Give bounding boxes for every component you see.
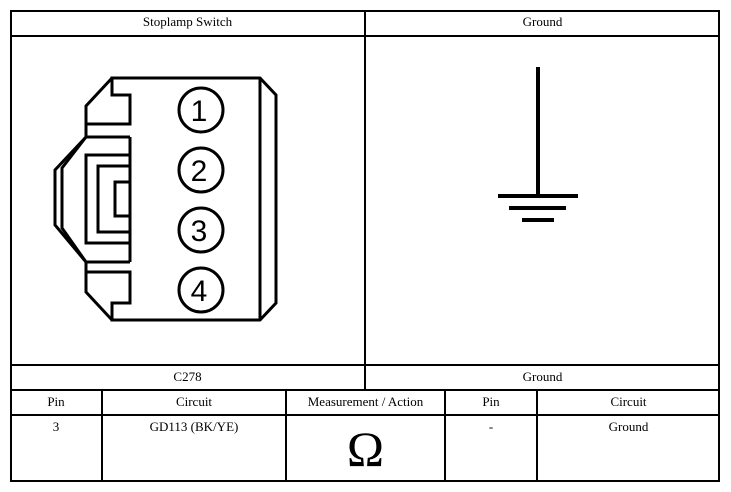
connector-key-outer (84, 153, 132, 245)
pin-3-label: 3 (191, 215, 208, 248)
pin-4-circle (177, 266, 225, 314)
pin-3-circle (177, 206, 225, 254)
connector-body (53, 76, 278, 322)
ground-icon (498, 67, 578, 222)
top-column-divider (364, 10, 366, 391)
table-column-divider-2 (285, 389, 287, 482)
pin-4-label: 4 (191, 275, 208, 308)
table-column-divider-3 (444, 389, 446, 482)
connector-id-label: C278 (173, 369, 202, 384)
ohm-icon: Ω (346, 421, 385, 477)
row-circuit-b: Ground (608, 419, 649, 434)
table-header-measurement: Measurement / Action (307, 394, 424, 409)
table-header-pin-b: Pin (482, 394, 500, 409)
connector-latch-outer-bottom (84, 272, 114, 322)
header-stoplamp-switch: Stoplamp Switch (142, 14, 233, 29)
pin-2-label: 2 (191, 155, 208, 188)
table-column-divider-1 (101, 389, 103, 482)
row-pin-b: - (488, 419, 494, 434)
pin-1-circle (177, 86, 225, 134)
connector-latch-outer (84, 76, 114, 124)
connector-side-chevron (60, 136, 88, 263)
ground-label: Ground (522, 369, 563, 384)
table-header-circuit-b: Circuit (610, 394, 647, 409)
row-pin-a: 3 (52, 419, 60, 434)
table-header-divider (10, 414, 720, 416)
row-circuit-a: GD113 (BK/YE) (149, 419, 239, 434)
pin-1-label: 1 (191, 95, 208, 128)
header-ground: Ground (522, 14, 563, 29)
table-header-circuit-a: Circuit (175, 394, 213, 409)
table-header-pin-a: Pin (47, 394, 65, 409)
table-column-divider-4 (536, 389, 538, 482)
connector-key-inner (113, 180, 132, 218)
pin-2-circle (177, 146, 225, 194)
